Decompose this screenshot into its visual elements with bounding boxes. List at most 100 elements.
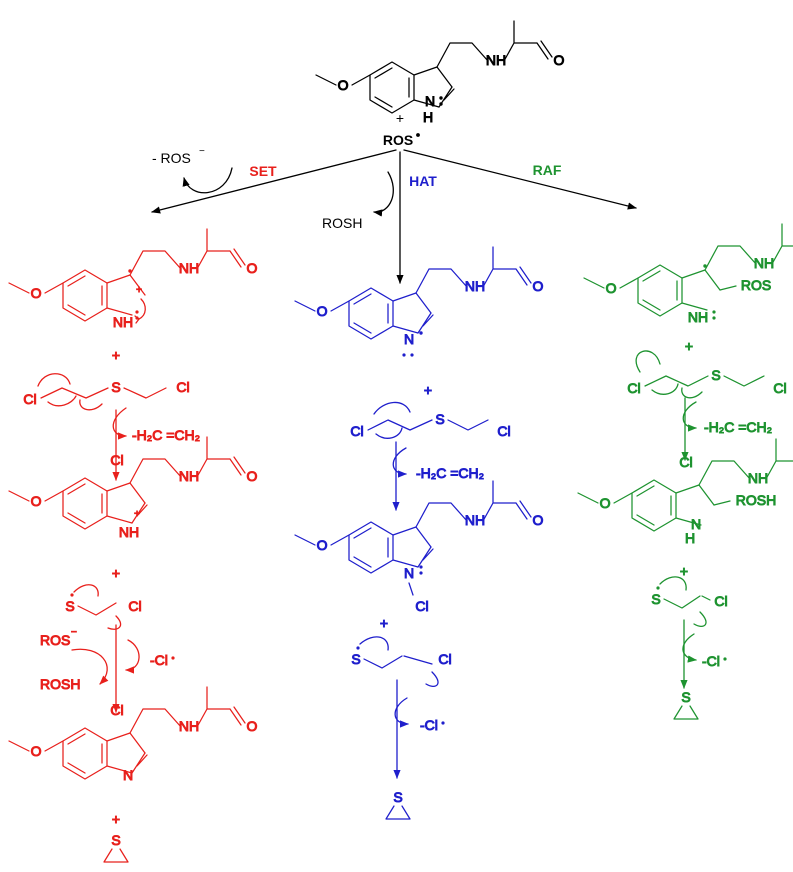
set-thiirane: S — [103, 832, 129, 863]
svg-text:S: S — [393, 789, 402, 805]
svg-text:NH: NH — [179, 468, 199, 484]
svg-text:-Cl: -Cl — [702, 653, 720, 669]
svg-text:−: − — [199, 146, 205, 157]
raf-chloro-adduct: O NH O Cl H N ROSH — [577, 438, 793, 547]
branch-arrows — [151, 149, 637, 284]
amide-nitrogen: NH — [486, 52, 506, 68]
svg-text:O: O — [31, 743, 42, 759]
svg-text:NH: NH — [688, 309, 708, 325]
svg-text:NH: NH — [119, 524, 139, 540]
svg-text:Cl: Cl — [497, 423, 510, 439]
svg-text:S: S — [111, 832, 120, 848]
raf-radical-adduct: O NH O NH ROS — [583, 223, 793, 326]
svg-text:O: O — [533, 278, 544, 294]
svg-text:NH: NH — [754, 255, 774, 271]
raf-mustard: Cl S Cl — [627, 350, 787, 399]
svg-text:NH: NH — [113, 314, 133, 330]
svg-text:+: + — [424, 382, 432, 398]
svg-text:+: + — [680, 563, 688, 579]
svg-text:S: S — [681, 689, 690, 705]
ros-radical-label: ROS — [383, 132, 413, 148]
svg-text:ROSH: ROSH — [736, 492, 776, 508]
start-plus: + — [396, 110, 404, 126]
svg-text:Cl: Cl — [627, 380, 640, 396]
svg-text:NH: NH — [465, 512, 485, 528]
svg-text:O: O — [606, 280, 617, 296]
svg-text:Cl: Cl — [350, 423, 363, 439]
svg-text:N: N — [691, 516, 701, 532]
svg-text:+: + — [112, 347, 120, 363]
svg-text:N: N — [404, 565, 414, 581]
svg-text:+: + — [112, 565, 120, 581]
raf-pathway: O NH O NH ROS + Cl S Cl -H₂C =CH₂ O NH O — [577, 223, 793, 720]
svg-text:Cl: Cl — [110, 702, 123, 718]
hat-thiyl-radical: S Cl — [351, 636, 452, 687]
svg-text:+: + — [112, 811, 120, 827]
set-mustard: Cl S Cl — [23, 373, 190, 411]
hat-rosh-product: ROSH — [322, 215, 362, 231]
svg-text:+: + — [380, 615, 388, 631]
hat-thiirane: S — [385, 789, 411, 820]
minus-ros-anion: - ROS — [152, 150, 191, 166]
hat-n-chloro-product: O NH O N Cl — [294, 480, 544, 615]
raf-thiirane: S — [673, 689, 699, 720]
svg-text:-H₂C =CH₂: -H₂C =CH₂ — [416, 465, 484, 481]
hat-label: HAT — [409, 173, 437, 189]
svg-text:NH: NH — [179, 260, 199, 276]
svg-text:O: O — [31, 493, 42, 509]
svg-text:−: − — [71, 627, 77, 638]
svg-text:ROSH: ROSH — [40, 676, 80, 692]
svg-text:ROS: ROS — [741, 277, 771, 293]
svg-text:Cl: Cl — [23, 391, 36, 407]
svg-text:S: S — [435, 411, 444, 427]
raf-label: RAF — [533, 162, 562, 178]
raf-thiyl-radical: S Cl — [651, 576, 728, 627]
set-radical-cation: O NH O NH + — [8, 228, 258, 331]
set-chloro-intermediate: O NH O Cl NH + — [8, 436, 258, 541]
svg-text:-H₂C =CH₂: -H₂C =CH₂ — [704, 419, 772, 435]
set-label: SET — [249, 163, 277, 179]
svg-text:Cl: Cl — [415, 598, 428, 614]
svg-text:+: + — [134, 509, 140, 520]
hat-mustard: Cl S Cl — [350, 401, 511, 440]
svg-text:S: S — [351, 651, 360, 667]
svg-text:Cl: Cl — [679, 454, 692, 470]
svg-text:+: + — [685, 338, 693, 354]
svg-text:Cl: Cl — [176, 379, 189, 395]
svg-text:O: O — [317, 537, 328, 553]
svg-text:H: H — [685, 530, 695, 546]
methoxy-oxygen: O — [338, 77, 349, 93]
svg-text:-Cl: -Cl — [420, 717, 438, 733]
carbonyl-oxygen: O — [554, 52, 565, 68]
svg-text:O: O — [317, 303, 328, 319]
svg-text:N: N — [404, 331, 414, 347]
svg-text:S: S — [711, 367, 720, 383]
svg-text:+: + — [136, 285, 142, 296]
svg-text:Cl: Cl — [714, 593, 727, 609]
set-final-product: O NH O Cl N — [8, 686, 258, 784]
svg-text:Cl: Cl — [773, 380, 786, 396]
svg-text:O: O — [533, 512, 544, 528]
svg-text:-Cl: -Cl — [150, 652, 168, 668]
svg-text:S: S — [65, 598, 74, 614]
svg-text:O: O — [31, 285, 42, 301]
melatonin-molecule: O NH O N H — [315, 20, 565, 126]
svg-text:O: O — [247, 718, 258, 734]
set-pathway: O NH O NH + + Cl S Cl -H₂C =CH₂ O — [8, 228, 258, 863]
svg-text:O: O — [247, 468, 258, 484]
svg-text:Cl: Cl — [128, 598, 141, 614]
svg-text:N: N — [123, 767, 133, 783]
svg-text:S: S — [111, 379, 120, 395]
svg-text:ROS: ROS — [40, 632, 70, 648]
svg-text:NH: NH — [748, 470, 768, 486]
indole-hydrogen: H — [423, 109, 433, 125]
set-thiyl-radical: S Cl — [65, 584, 142, 630]
hat-nitrogen-radical: O NH O N — [294, 246, 544, 357]
indole-nitrogen: N — [425, 93, 435, 109]
svg-text:S: S — [651, 591, 660, 607]
svg-text:NH: NH — [179, 718, 199, 734]
svg-text:Cl: Cl — [110, 452, 123, 468]
svg-text:O: O — [600, 495, 611, 511]
svg-text:NH: NH — [465, 278, 485, 294]
